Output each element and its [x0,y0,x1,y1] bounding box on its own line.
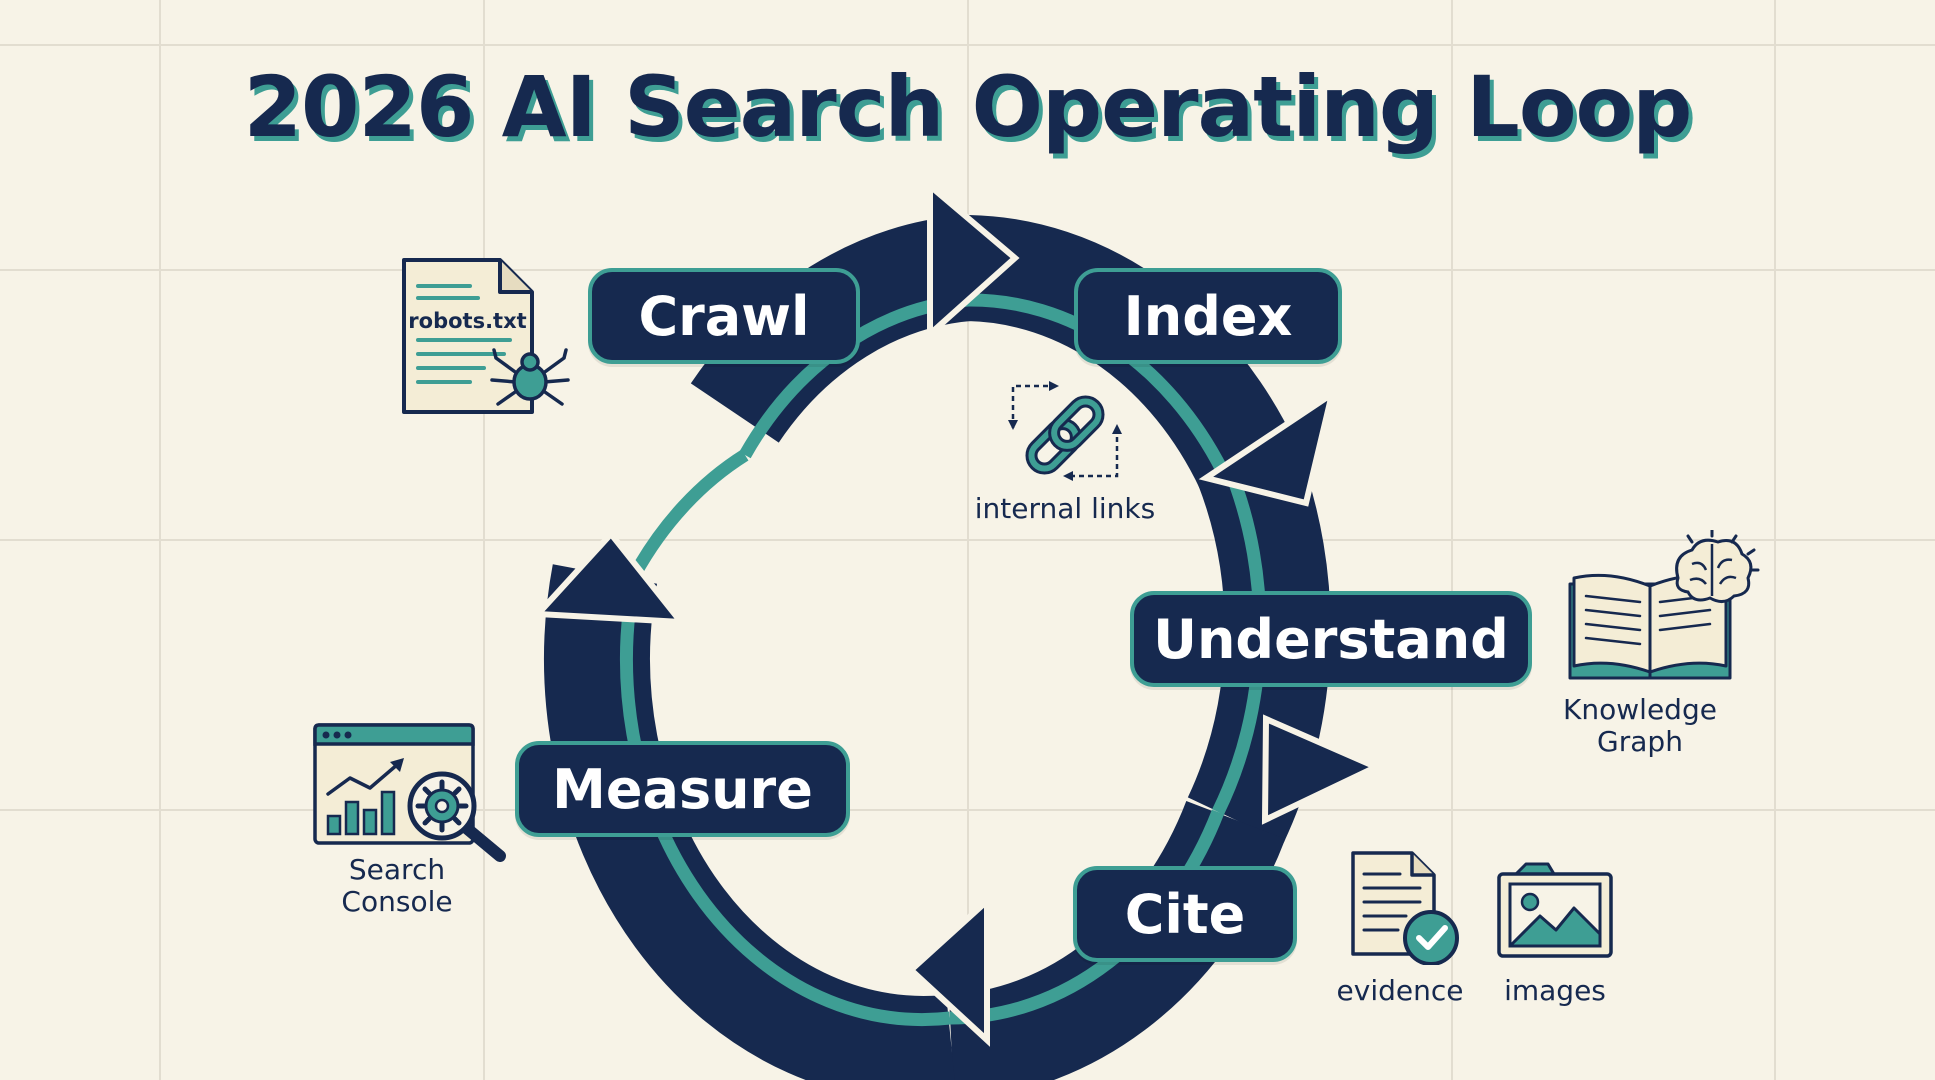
stage-index[interactable]: Index [1074,268,1342,364]
arrowhead-understand [1198,387,1337,507]
knowledge-graph-label: Knowledge Graph [1563,693,1717,758]
chain-link-icon [1005,380,1125,490]
document-check-icon [1350,850,1465,966]
page-title: 2026 AI Search Operating Loop [243,58,1693,156]
stage-understand[interactable]: Understand [1130,591,1532,687]
images-label: images [1504,974,1606,1007]
evidence-label: evidence [1336,974,1464,1007]
document-spider-icon [400,258,580,418]
stage-measure[interactable]: Measure [515,741,850,837]
book-brain-icon [1560,528,1760,685]
analytics-magnifier-icon [312,722,508,862]
arrowhead-measure [906,894,990,1047]
robots-label: robots.txt [408,309,527,333]
arc-measure-crawl [544,564,955,1080]
image-frame-icon [1496,860,1616,960]
arrowhead-cite [1261,714,1384,825]
search-console-label: Search Console [341,853,453,918]
arrowhead-index [927,179,1020,341]
arrowhead-crawl [531,529,688,626]
internal-links-label: internal links [974,492,1156,525]
stage-cite[interactable]: Cite [1073,866,1297,962]
stage-crawl[interactable]: Crawl [588,268,860,364]
